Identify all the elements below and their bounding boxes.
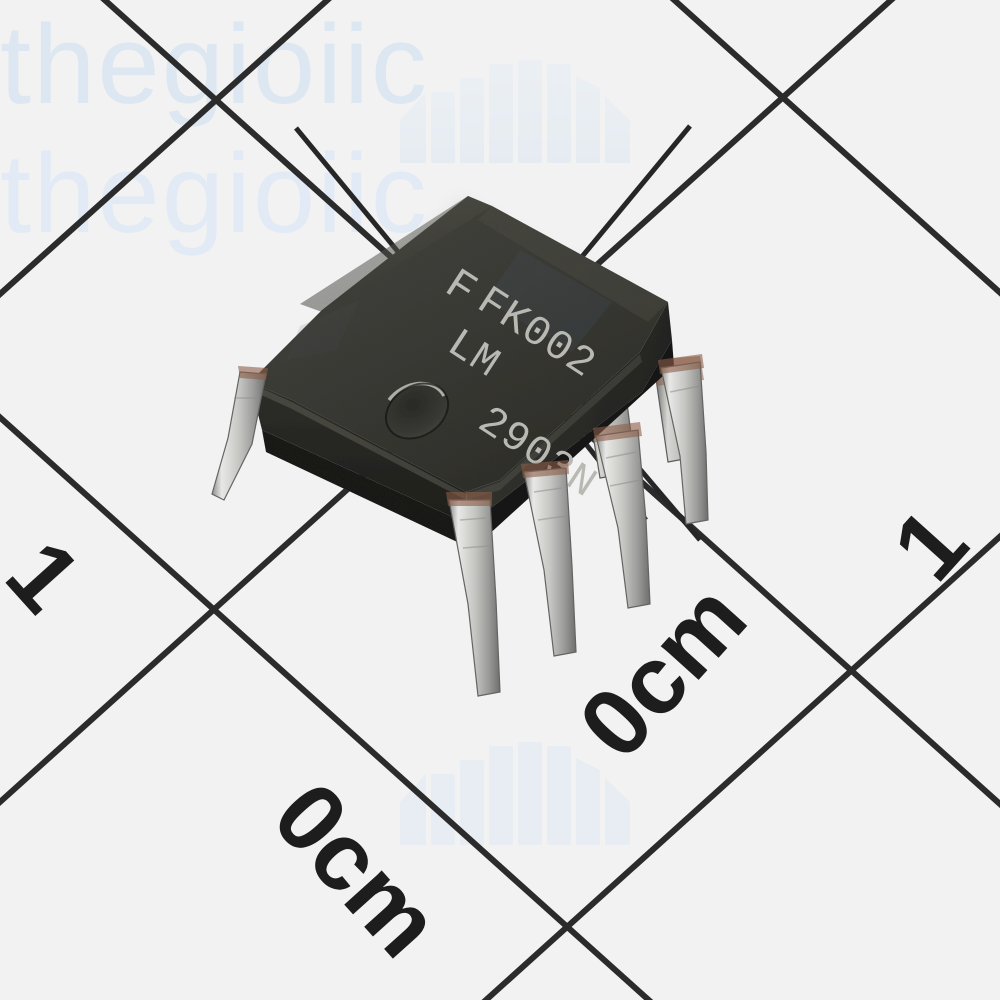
chip-body <box>250 196 674 548</box>
pin-front-5 <box>658 354 709 525</box>
grid-line-a3 <box>669 0 1000 297</box>
grid-line-a2 <box>0 413 654 1000</box>
grid-line-b1 <box>0 0 332 299</box>
chip-front-face <box>250 382 468 524</box>
pin-front-1 <box>211 366 268 501</box>
pin1-dimple-icon <box>385 381 449 440</box>
pin-front-4 <box>593 422 651 609</box>
pin-front-3 <box>521 460 577 657</box>
pin-row-front <box>211 354 709 697</box>
pin-front-2 <box>446 492 501 697</box>
pin-texture <box>234 385 701 549</box>
grid-line-b3 <box>481 532 1000 1000</box>
